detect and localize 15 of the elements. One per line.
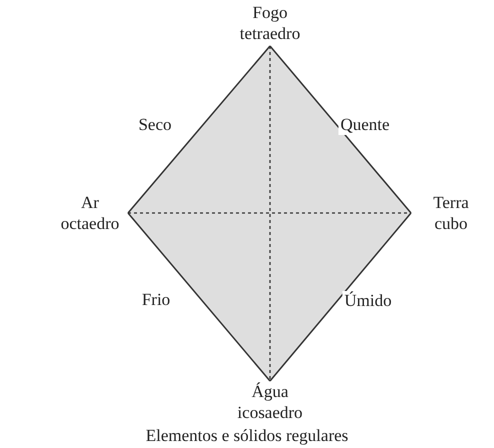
solid-name: octaedro: [60, 213, 120, 234]
solid-name: cubo: [433, 213, 469, 234]
element-name: Água: [250, 381, 290, 402]
diamond-side: [269, 46, 412, 214]
dashed-line: [269, 46, 271, 381]
element-name: Fogo: [252, 2, 288, 23]
dashed-line: [128, 212, 411, 214]
solid-name: icosaedro: [236, 402, 304, 423]
diamond-side: [127, 46, 271, 214]
diamond-side: [127, 212, 271, 382]
solid-name: tetraedro: [238, 23, 302, 44]
element-name: Ar: [80, 192, 100, 213]
element-name: Terra: [432, 192, 470, 213]
diamond-side: [269, 212, 412, 382]
caption: Elementos e sólidos regulares: [146, 426, 348, 445]
